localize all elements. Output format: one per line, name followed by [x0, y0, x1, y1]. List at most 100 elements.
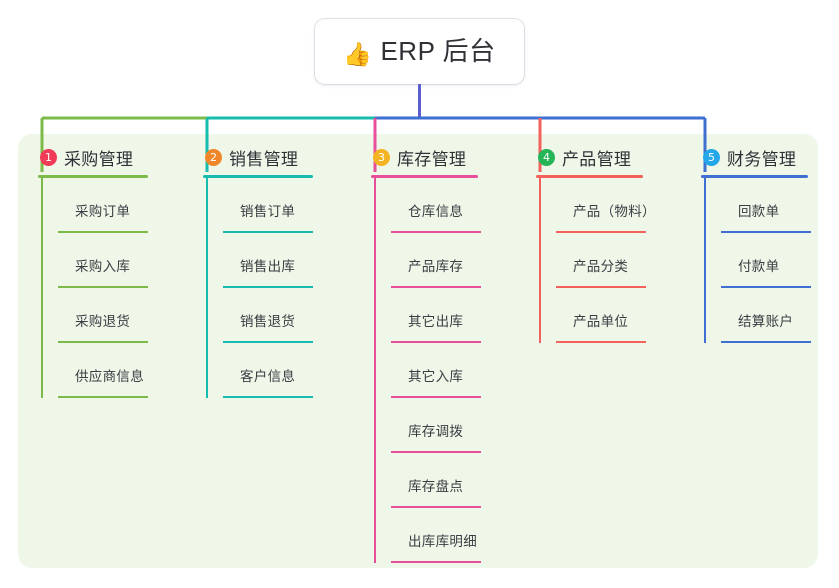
- menu-item-rule: [58, 286, 148, 288]
- menu-item-rule: [556, 231, 646, 233]
- column-title: 库存管理: [397, 149, 467, 169]
- menu-item[interactable]: 采购订单: [58, 178, 148, 233]
- menu-item-rule: [223, 286, 313, 288]
- menu-item-rule: [721, 341, 811, 343]
- column-header-rule: [371, 175, 478, 178]
- column-items: 回款单付款单结算账户: [701, 178, 811, 343]
- menu-item-rule: [391, 506, 481, 508]
- menu-item-label: 销售退货: [240, 314, 296, 329]
- column-header-5[interactable]: 5 财务管理: [701, 145, 808, 169]
- menu-item[interactable]: 采购入库: [58, 233, 148, 288]
- column-items: 采购订单采购入库采购退货供应商信息: [38, 178, 148, 398]
- menu-item-rule: [721, 231, 811, 233]
- thumbs-up-icon: 👍: [343, 40, 373, 67]
- menu-item[interactable]: 客户信息: [223, 343, 313, 398]
- menu-item-label: 产品分类: [573, 259, 629, 274]
- root-node-label: 👍 ERP 后台: [343, 38, 495, 66]
- menu-item[interactable]: 销售退货: [223, 288, 313, 343]
- column-header-rule: [203, 175, 313, 178]
- menu-item[interactable]: 产品单位: [556, 288, 646, 343]
- menu-item-rule: [556, 341, 646, 343]
- menu-item-rule: [391, 286, 481, 288]
- menu-item[interactable]: 产品分类: [556, 233, 646, 288]
- menu-item-label: 出库库明细: [408, 534, 477, 549]
- menu-item-rule: [391, 561, 481, 563]
- column-spine: [206, 178, 208, 398]
- menu-item-label: 库存盘点: [408, 479, 464, 494]
- menu-item[interactable]: 结算账户: [721, 288, 811, 343]
- menu-item[interactable]: 仓库信息: [391, 178, 481, 233]
- menu-item[interactable]: 库存调拨: [391, 398, 481, 453]
- menu-item[interactable]: 出库库明细: [391, 508, 481, 563]
- menu-item[interactable]: 产品（物料）: [556, 178, 656, 233]
- diagram-canvas: [18, 134, 818, 568]
- menu-item-rule: [223, 341, 313, 343]
- menu-item-rule: [58, 396, 148, 398]
- menu-item-rule: [58, 231, 148, 233]
- menu-item-label: 产品库存: [408, 259, 464, 274]
- menu-item[interactable]: 销售出库: [223, 233, 313, 288]
- column-spine: [374, 178, 376, 563]
- column-title: 采购管理: [64, 149, 134, 169]
- column-header-4[interactable]: 4 产品管理: [536, 145, 643, 169]
- menu-item-rule: [223, 231, 313, 233]
- menu-item[interactable]: 采购退货: [58, 288, 148, 343]
- menu-item[interactable]: 付款单: [721, 233, 811, 288]
- menu-item-label: 其它入库: [408, 369, 464, 384]
- menu-item-rule: [556, 286, 646, 288]
- column-spine: [41, 178, 43, 398]
- number-badge-icon: 1: [40, 148, 57, 166]
- menu-item[interactable]: 供应商信息: [58, 343, 148, 398]
- menu-item-label: 产品单位: [573, 314, 629, 329]
- menu-item-label: 其它出库: [408, 314, 464, 329]
- column-spine: [539, 178, 541, 343]
- column-header-rule: [536, 175, 643, 178]
- menu-item-rule: [223, 396, 313, 398]
- column-header-rule: [701, 175, 808, 178]
- menu-item-label: 结算账户: [738, 314, 794, 329]
- menu-item-label: 仓库信息: [408, 204, 464, 219]
- menu-item-label: 采购入库: [75, 259, 131, 274]
- menu-item[interactable]: 其它出库: [391, 288, 481, 343]
- number-badge-icon: 3: [373, 148, 390, 166]
- menu-item-label: 付款单: [738, 259, 780, 274]
- column-1: 1 采购管理采购订单采购入库采购退货供应商信息: [38, 145, 148, 398]
- column-2: 2 销售管理销售订单销售出库销售退货客户信息: [203, 145, 313, 398]
- menu-item[interactable]: 其它入库: [391, 343, 481, 398]
- column-header-3[interactable]: 3 库存管理: [371, 145, 478, 169]
- column-items: 销售订单销售出库销售退货客户信息: [203, 178, 313, 398]
- menu-item[interactable]: 回款单: [721, 178, 811, 233]
- root-node[interactable]: 👍 ERP 后台: [315, 19, 524, 84]
- menu-item-label: 销售出库: [240, 259, 296, 274]
- menu-item-rule: [58, 341, 148, 343]
- column-spine: [704, 178, 706, 343]
- menu-item-label: 产品（物料）: [573, 204, 656, 219]
- menu-item[interactable]: 库存盘点: [391, 453, 481, 508]
- menu-item[interactable]: 销售订单: [223, 178, 313, 233]
- number-badge-icon: 4: [538, 148, 555, 166]
- column-3: 3 库存管理仓库信息产品库存其它出库其它入库库存调拨库存盘点出库库明细: [371, 145, 481, 563]
- menu-item-rule: [391, 451, 481, 453]
- menu-item-label: 采购退货: [75, 314, 131, 329]
- column-title: 产品管理: [562, 149, 632, 169]
- menu-item-rule: [391, 341, 481, 343]
- menu-item-rule: [391, 231, 481, 233]
- column-title: 销售管理: [229, 149, 299, 169]
- column-title: 财务管理: [727, 149, 797, 169]
- menu-item-label: 供应商信息: [75, 369, 144, 384]
- column-items: 产品（物料） 产品分类产品单位: [536, 178, 656, 343]
- column-header-1[interactable]: 1 采购管理: [38, 145, 148, 169]
- column-header-2[interactable]: 2 销售管理: [203, 145, 313, 169]
- column-4: 4 产品管理产品（物料） 产品分类产品单位: [536, 145, 656, 343]
- number-badge-icon: 2: [205, 148, 222, 166]
- menu-item-label: 客户信息: [240, 369, 296, 384]
- column-5: 5 财务管理回款单付款单结算账户: [701, 145, 811, 343]
- menu-item-label: 采购订单: [75, 204, 131, 219]
- column-header-rule: [38, 175, 148, 178]
- menu-item[interactable]: 产品库存: [391, 233, 481, 288]
- number-badge-icon: 5: [703, 148, 720, 166]
- menu-item-label: 销售订单: [240, 204, 296, 219]
- menu-item-label: 库存调拨: [408, 424, 464, 439]
- menu-item-rule: [391, 396, 481, 398]
- root-node-title: ERP 后台: [380, 35, 496, 66]
